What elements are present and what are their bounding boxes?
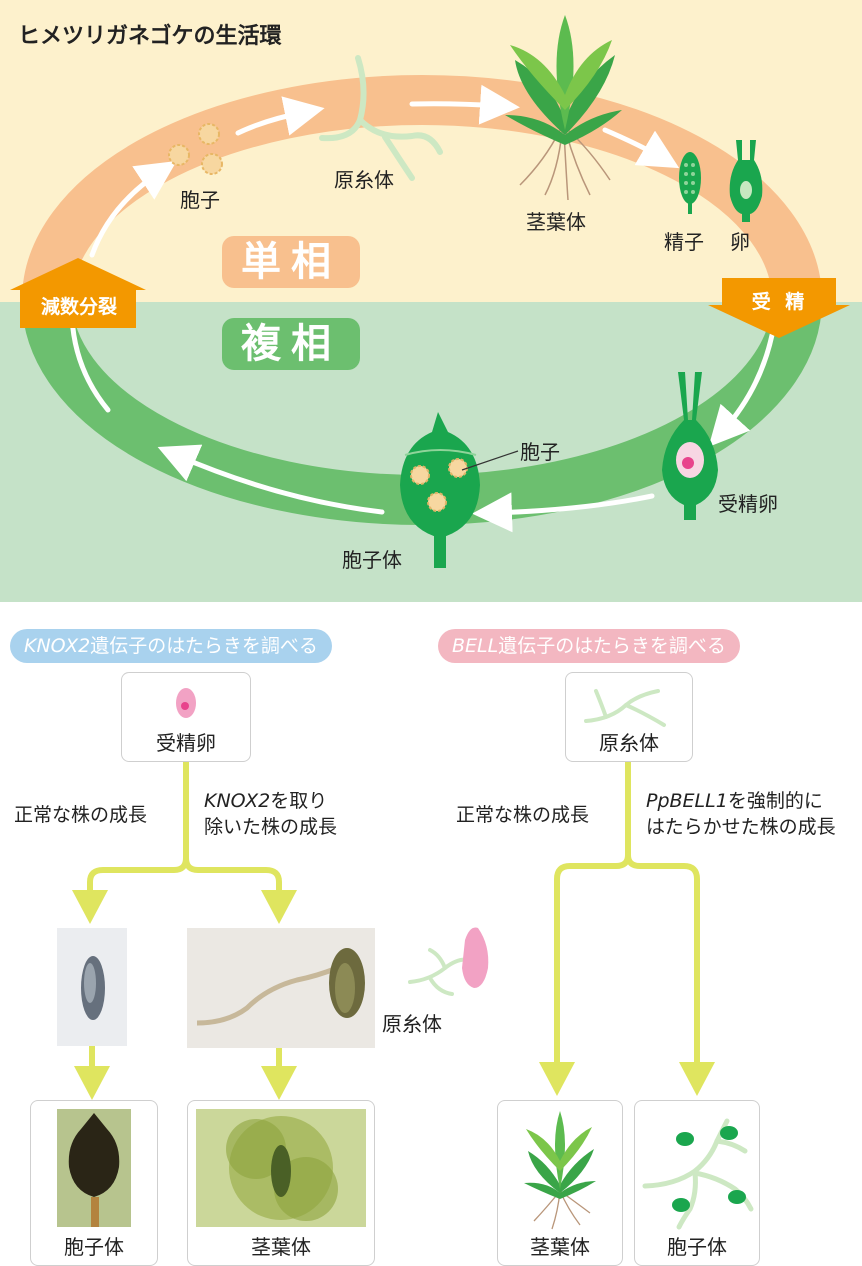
bell-result-right-box: 胞子体 bbox=[634, 1100, 760, 1266]
gametophore-icon bbox=[524, 1111, 596, 1230]
flow-arrow-6 bbox=[472, 492, 655, 533]
bell-start-box: 原糸体 bbox=[565, 672, 693, 762]
label-spore: 胞子 bbox=[180, 188, 220, 212]
label-egg: 卵 bbox=[730, 230, 750, 254]
label-sporophyte: 胞子体 bbox=[342, 548, 402, 572]
knox-left-branch: 正常な株の成長 bbox=[14, 804, 148, 826]
label-gametophore: 茎葉体 bbox=[526, 210, 586, 234]
bell-right-gene: PpBELL1 bbox=[646, 790, 728, 812]
bell-flow-arrowheads bbox=[539, 1062, 715, 1096]
gametophore-photo bbox=[196, 1109, 366, 1227]
knox-right-branch: KNOX2を取り 除いた株の成長 bbox=[204, 788, 337, 840]
flow-arrow-8 bbox=[69, 315, 111, 413]
bell-heading: BELL遺伝子のはたらきを調べる bbox=[438, 629, 740, 663]
zygote-illustration bbox=[662, 372, 718, 520]
bell-heading-gene: BELL bbox=[452, 635, 499, 657]
flow-arrow-2 bbox=[235, 96, 325, 136]
sporophyte-on-protonema-icon bbox=[642, 1118, 754, 1230]
fertilization-arrow bbox=[708, 278, 850, 338]
knox-right-text1: を取り bbox=[270, 790, 328, 812]
meiosis-label: 減数分裂 bbox=[40, 296, 117, 318]
bell-flow-lines bbox=[554, 760, 700, 1068]
knox-heading-text: 遺伝子のはたらきを調べる bbox=[90, 635, 318, 657]
label-protonema: 原糸体 bbox=[334, 168, 394, 192]
protonema-icon bbox=[584, 689, 666, 727]
sporophyte-photo bbox=[57, 1109, 131, 1227]
bell-right-text1: を強制的に bbox=[727, 790, 823, 812]
protonema-illustration bbox=[319, 55, 443, 181]
knox-heading: KNOX2遺伝子のはたらきを調べる bbox=[10, 629, 332, 663]
archegonium-illustration bbox=[729, 140, 763, 222]
knox-result-left-label: 胞子体 bbox=[64, 1235, 124, 1259]
flow-arrow-3 bbox=[409, 84, 520, 125]
cycle-title: ヒメツリガネゴケの生活環 bbox=[18, 24, 282, 49]
flow-arrow-4 bbox=[602, 127, 680, 169]
gametophore-illustration bbox=[505, 15, 622, 201]
zygote-icon bbox=[176, 688, 196, 718]
phase-diploid: 複相 bbox=[222, 318, 360, 370]
phase-haploid: 単相 bbox=[222, 236, 360, 288]
knox-start-label: 受精卵 bbox=[156, 731, 216, 755]
knox-result-right-label: 茎葉体 bbox=[251, 1235, 311, 1259]
bell-result-left-label: 茎葉体 bbox=[530, 1235, 590, 1259]
flow-arrow-1 bbox=[89, 160, 177, 258]
bell-result-left-box: 茎葉体 bbox=[497, 1100, 623, 1266]
sporophyte-illustration bbox=[400, 412, 519, 568]
meiosis-arrow bbox=[10, 258, 146, 328]
knox-right-text2: 除いた株の成長 bbox=[204, 816, 338, 838]
spores-illustration bbox=[168, 123, 223, 175]
flow-arrow-5 bbox=[708, 332, 775, 447]
label-sperm: 精子 bbox=[664, 230, 704, 254]
bell-result-right-label: 胞子体 bbox=[667, 1235, 727, 1259]
knox-right-gene: KNOX2 bbox=[204, 790, 271, 812]
bell-right-text2: はたらかせた株の成長 bbox=[646, 816, 836, 838]
fertilization-label: 受 精 bbox=[751, 291, 809, 313]
bell-left-branch: 正常な株の成長 bbox=[456, 804, 590, 826]
knox-flow-arrowheads bbox=[72, 890, 297, 1100]
knox-protonema-label: 原糸体 bbox=[382, 1012, 442, 1036]
knox-protonema-sketch bbox=[408, 927, 489, 996]
knox-result-left-box: 胞子体 bbox=[30, 1100, 158, 1266]
label-zygote: 受精卵 bbox=[718, 492, 778, 516]
flow-arrow-7 bbox=[157, 444, 385, 515]
antheridium-illustration bbox=[679, 152, 701, 214]
bell-right-branch: PpBELL1を強制的に はたらかせた株の成長 bbox=[646, 788, 836, 840]
label-spore-inside: 胞子 bbox=[520, 440, 560, 464]
knox-heading-gene: KNOX2 bbox=[24, 635, 91, 657]
knox-knockout-photo bbox=[187, 928, 375, 1048]
knox-result-right-box: 茎葉体 bbox=[187, 1100, 375, 1266]
knox-start-box: 受精卵 bbox=[121, 672, 251, 762]
knox-normal-photo bbox=[57, 928, 127, 1046]
bell-start-label: 原糸体 bbox=[599, 731, 659, 755]
bell-heading-text: 遺伝子のはたらきを調べる bbox=[498, 635, 726, 657]
